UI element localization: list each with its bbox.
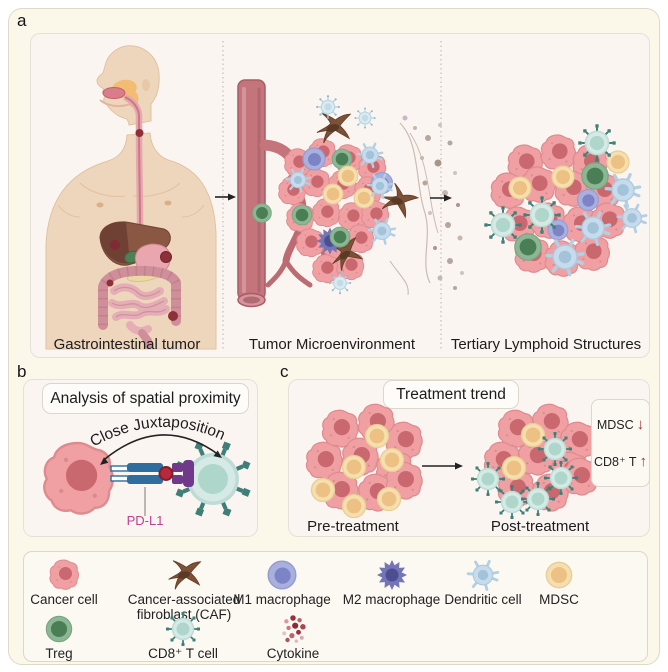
- dendritic-cell-icon: [466, 559, 500, 591]
- mdsc-trend-row: MDSC ↓: [597, 417, 644, 432]
- pre-treatment-cluster: [305, 403, 423, 519]
- esophageal-tumor: [135, 129, 144, 137]
- spatial-proximity-title: Analysis of spatial proximity: [42, 383, 249, 414]
- legend-item-treg: Treg: [24, 612, 94, 662]
- post-treatment-label: Post-treatment: [490, 518, 590, 535]
- pdl1-label: PD-L1: [126, 513, 164, 528]
- tme-cell-cluster: [252, 94, 419, 295]
- legend-item-cancer-cell: Cancer cell: [24, 558, 104, 608]
- legend-item-mdsc: MDSC: [524, 558, 594, 608]
- pre-treatment-label: Pre-treatment: [307, 518, 399, 535]
- trend-summary-box: MDSC ↓ CD8⁺ T ↑: [591, 399, 650, 487]
- section-label-tme: Tumor Microenvironment: [248, 336, 416, 353]
- cytokine-scatter: [402, 115, 464, 290]
- m2-macrophage-icon: [376, 560, 407, 590]
- panel-a-letter: a: [17, 11, 27, 30]
- treg-icon: [45, 615, 73, 643]
- panel-c-letter: c: [280, 362, 289, 381]
- caf-icon: [168, 560, 202, 590]
- panel-b-letter: b: [17, 362, 27, 381]
- liver-tumor: [110, 240, 120, 250]
- cytokine-icon: [282, 615, 306, 643]
- section-label-tls: Tertiary Lymphoid Structures: [450, 336, 642, 353]
- mdsc-down-arrow-icon: ↓: [636, 416, 645, 433]
- section-label-gi-tumor: Gastrointestinal tumor: [53, 336, 201, 353]
- colon-tumor: [168, 311, 178, 321]
- mdsc-trend-label: MDSC: [596, 417, 634, 432]
- legend-item-m1-macrophage: M1 macrophage: [227, 558, 337, 608]
- cancer-cell-icon: [49, 559, 79, 590]
- treatment-arrow-icon: [422, 462, 463, 470]
- arrow-right-icon-2: [430, 194, 452, 202]
- arrow-right-icon-1: [215, 193, 236, 201]
- legend-panel: Cancer cell Cancer-associated fibroblast…: [23, 551, 648, 662]
- tls-illustration: [483, 123, 648, 277]
- panel-a-illustration: [45, 41, 648, 351]
- cd8-tcell-icon: [165, 612, 201, 646]
- m1-macrophage-icon: [267, 560, 297, 590]
- close-juxtaposition-arrow: [100, 434, 222, 465]
- gastric-tumor: [160, 251, 172, 263]
- legend-item-cytokine: Cytokine: [248, 612, 338, 662]
- cancer-cell-large: [43, 441, 115, 515]
- panel-c-illustration: [305, 403, 599, 520]
- cd8-trend-row: CD8⁺ T ↑: [594, 454, 647, 469]
- cd8-trend-label: CD8⁺ T: [594, 455, 637, 469]
- post-treatment-cluster: [470, 403, 599, 520]
- mdsc-icon: [545, 561, 573, 589]
- cd8-up-arrow-icon: ↑: [639, 453, 648, 470]
- treatment-trend-title: Treatment trend: [383, 380, 519, 409]
- human-body-illustration: [45, 45, 217, 350]
- legend-item-dendritic-cell: Dendritic cell: [433, 558, 533, 608]
- close-juxtaposition-label: Close Juxtaposition: [87, 414, 227, 450]
- panel-b-illustration: Close Juxtaposition: [43, 414, 258, 537]
- legend-item-cd8-tcell: CD8⁺ T cell: [133, 612, 233, 662]
- tumor-microenvironment-illustration: [237, 79, 464, 308]
- legend-item-m2-macrophage: M2 macrophage: [334, 558, 449, 608]
- pdl1-pd1-complex: [110, 460, 194, 516]
